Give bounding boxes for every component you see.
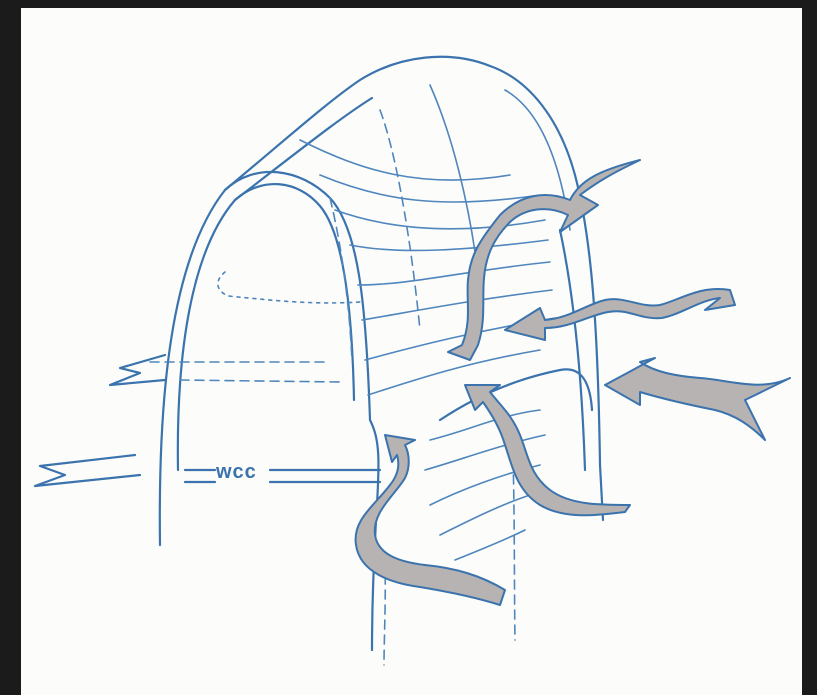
coil-symbol: wcc [185,461,380,483]
exhaust-arrows-left [35,355,165,486]
inflow-arrows [356,160,790,605]
coil-label: wcc [215,461,257,483]
lower-wing [384,369,592,665]
vault-ribs [300,85,555,395]
